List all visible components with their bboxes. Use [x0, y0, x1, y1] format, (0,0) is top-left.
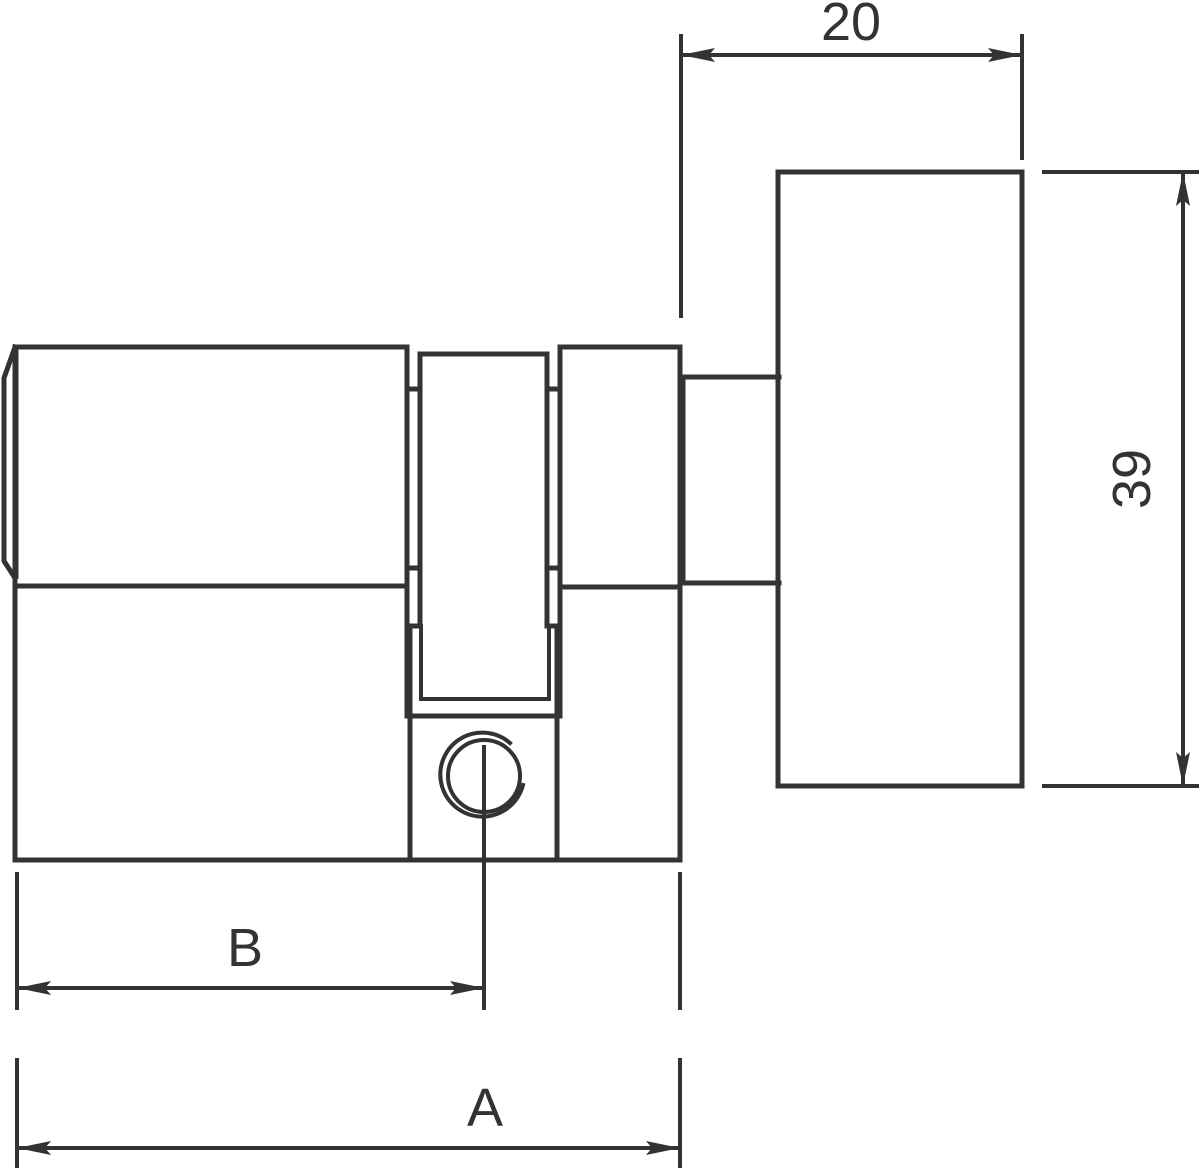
dimension-height-39: 39	[1042, 170, 1199, 788]
fixing-screw-retaining-ring-arc	[438, 730, 526, 819]
arrow-head-right-20	[988, 48, 1022, 62]
arrow-head-left-B	[17, 981, 51, 995]
cam-slot-outline	[407, 386, 560, 719]
dimension-width-20: 20	[679, 0, 1024, 318]
dimension-label-B: B	[227, 918, 263, 978]
arrow-head-bottom-39	[1176, 752, 1190, 786]
end-cap-chamfer-outline	[1, 343, 19, 582]
cam-slot-inner-pocket	[419, 624, 551, 701]
thumbturn-knob-outline	[775, 169, 1025, 789]
arrow-head-right-A	[646, 1141, 680, 1155]
dimension-label-A: A	[467, 1078, 503, 1138]
dimension-label-39: 39	[1102, 449, 1162, 509]
fixing-flange-outline	[12, 575, 683, 863]
dimension-length-A: A	[15, 1058, 682, 1168]
arrow-head-right-B	[450, 981, 484, 995]
arrow-head-left-A	[17, 1141, 51, 1155]
arrow-head-top-39	[1176, 172, 1190, 206]
dimension-label-20: 20	[821, 0, 881, 52]
arrow-head-left-20	[681, 48, 715, 62]
dimension-length-B: B	[15, 872, 486, 1010]
collar-outline	[557, 344, 683, 590]
cam-slot-top-edge	[417, 351, 550, 392]
cylinder-barrel-outline	[12, 344, 410, 581]
